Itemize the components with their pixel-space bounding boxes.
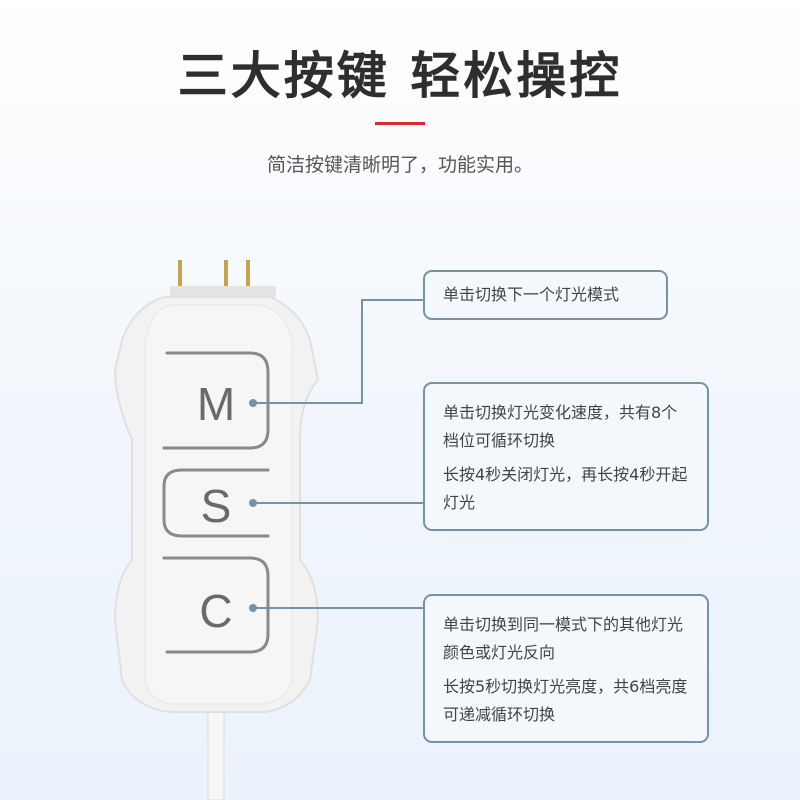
dot-c: [249, 604, 257, 612]
callout-m-text: 单击切换下一个灯光模式: [443, 285, 620, 304]
callout-c-text-1: 单击切换到同一模式下的其他灯光颜色或灯光反向: [443, 615, 684, 662]
callout-s-text-1: 单击切换灯光变化速度，共有8个档位可循环切换: [443, 403, 678, 450]
button-c-outline: [162, 556, 270, 654]
connector-pins: [170, 260, 276, 300]
button-m-outline: [162, 351, 270, 450]
button-s[interactable]: S: [201, 480, 232, 532]
callout-m: 单击切换下一个灯光模式: [423, 270, 668, 320]
page-title: 三大按键 轻松操控: [177, 47, 623, 105]
leader-line-m: [253, 299, 423, 404]
dot-s: [249, 499, 257, 507]
button-c[interactable]: C: [199, 585, 232, 637]
callout-c: 单击切换到同一模式下的其他灯光颜色或灯光反向 长按5秒切换灯光亮度，共6档亮度可…: [423, 594, 709, 743]
dot-m: [249, 399, 257, 407]
button-s-outline: [162, 468, 270, 538]
cable: [207, 699, 225, 800]
page-subtitle: 简洁按键清晰明了，功能实用。: [266, 154, 533, 176]
title-divider: [375, 122, 425, 125]
callout-s-text-2: 长按4秒关闭灯光，再长按4秒开起灯光: [443, 465, 688, 512]
callout-s: 单击切换灯光变化速度，共有8个档位可循环切换 长按4秒关闭灯光，再长按4秒开起灯…: [423, 382, 709, 531]
callout-c-text-2: 长按5秒切换灯光亮度，共6档亮度可递减循环切换: [443, 677, 688, 724]
button-m[interactable]: M: [197, 378, 235, 430]
